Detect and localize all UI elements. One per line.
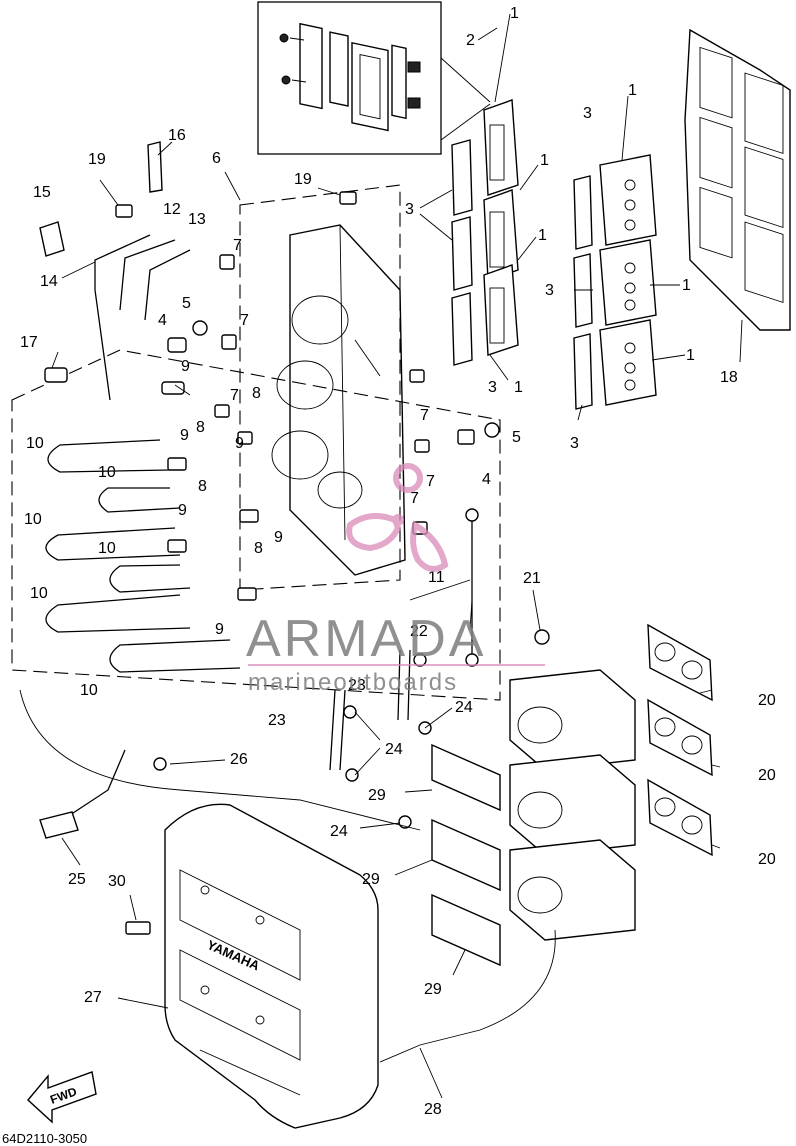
reed-valves-center [483,99,519,356]
callout-29: 29 [368,787,386,804]
intake-manifold [271,224,406,576]
callout-9: 9 [235,435,244,452]
callout-3: 3 [583,105,592,122]
callout-16: 16 [168,127,186,144]
fwd-arrow-badge: FWD [27,1071,97,1124]
callout-10: 10 [24,511,42,528]
callout-1: 1 [628,82,637,99]
callout-24: 24 [385,741,403,758]
gasket-large [684,28,791,331]
callout-26: 26 [230,751,248,768]
callout-1: 1 [510,5,519,22]
callout-1: 1 [514,379,523,396]
callout-11: 11 [428,569,445,586]
callout-2: 2 [466,32,475,49]
callout-7: 7 [410,490,419,507]
callout-19: 19 [88,151,106,168]
callout-14: 14 [40,273,58,290]
callout-9: 9 [274,529,283,546]
callout-9: 9 [178,502,187,519]
callout-21: 21 [523,570,541,587]
fittings [39,141,500,601]
callout-8: 8 [254,540,263,557]
callout-18: 18 [720,369,738,386]
callout-20: 20 [758,767,776,784]
callout-8: 8 [252,385,261,402]
callout-27: 27 [84,989,102,1006]
callout-22: 22 [410,623,428,640]
watermark-logo-icon [346,463,449,572]
callout-23: 23 [348,677,366,694]
callout-7: 7 [240,312,249,329]
callout-29: 29 [362,871,380,888]
callout-3: 3 [570,435,579,452]
callout-29: 29 [424,981,442,998]
callout-13: 13 [188,211,206,228]
callout-9: 9 [181,358,190,375]
carb-gaskets [647,623,713,857]
link-rod [465,508,550,667]
callout-15: 15 [33,184,51,201]
reed-valve-detail-inset [257,1,442,155]
callout-12: 12 [163,201,181,218]
reed-valves-right [599,154,657,406]
vent-hoses [94,234,191,401]
callout-19: 19 [294,171,312,188]
callout-7: 7 [233,237,242,254]
callout-9: 9 [180,427,189,444]
callout-9: 9 [215,621,224,638]
callout-3: 3 [405,201,414,218]
callout-1: 1 [538,227,547,244]
callout-4: 4 [158,312,167,329]
callout-7: 7 [426,473,435,490]
callout-24: 24 [330,823,348,840]
callout-7: 7 [230,387,239,404]
callout-3: 3 [488,379,497,396]
callout-20: 20 [758,851,776,868]
callout-17: 17 [20,334,38,351]
callout-10: 10 [98,464,116,481]
callout-24: 24 [455,699,473,716]
callout-1: 1 [682,277,691,294]
callout-10: 10 [98,540,116,557]
callout-23: 23 [268,712,286,729]
leader-lines [51,13,743,1099]
callout-5: 5 [512,429,521,446]
callout-10: 10 [80,682,98,699]
wire [19,689,421,831]
callout-1: 1 [686,347,695,364]
callout-25: 25 [68,871,86,888]
callout-labels: 1 2 1 3 1 1 3 1 3 1 18 3 1 3 16 6 19 19 … [20,5,776,1118]
silencer-gaskets [431,743,501,967]
watermark-tagline: marineoutboards [248,669,458,696]
callout-28: 28 [424,1101,442,1118]
callout-20: 20 [758,692,776,709]
callout-7: 7 [420,407,429,424]
callout-5: 5 [182,295,191,312]
silencer-cover: YAMAHA [164,803,379,1129]
callout-30: 30 [108,873,126,890]
callout-8: 8 [196,419,205,436]
carburetor-assembly [509,669,636,941]
callout-10: 10 [26,435,44,452]
callout-10: 10 [30,585,48,602]
reed-gaskets [451,139,593,410]
watermark-brand: ARMADA [246,610,486,668]
diagram-code: 64D2110-3050 [2,1131,87,1146]
callout-6: 6 [212,150,221,167]
callout-4: 4 [482,471,491,488]
callout-3: 3 [545,282,554,299]
bracket [39,749,167,839]
watermark: ARMADA marineoutboards [246,463,545,696]
callout-1: 1 [540,152,549,169]
bolt [125,921,151,935]
callout-8: 8 [198,478,207,495]
fuel-hoses [45,439,241,673]
